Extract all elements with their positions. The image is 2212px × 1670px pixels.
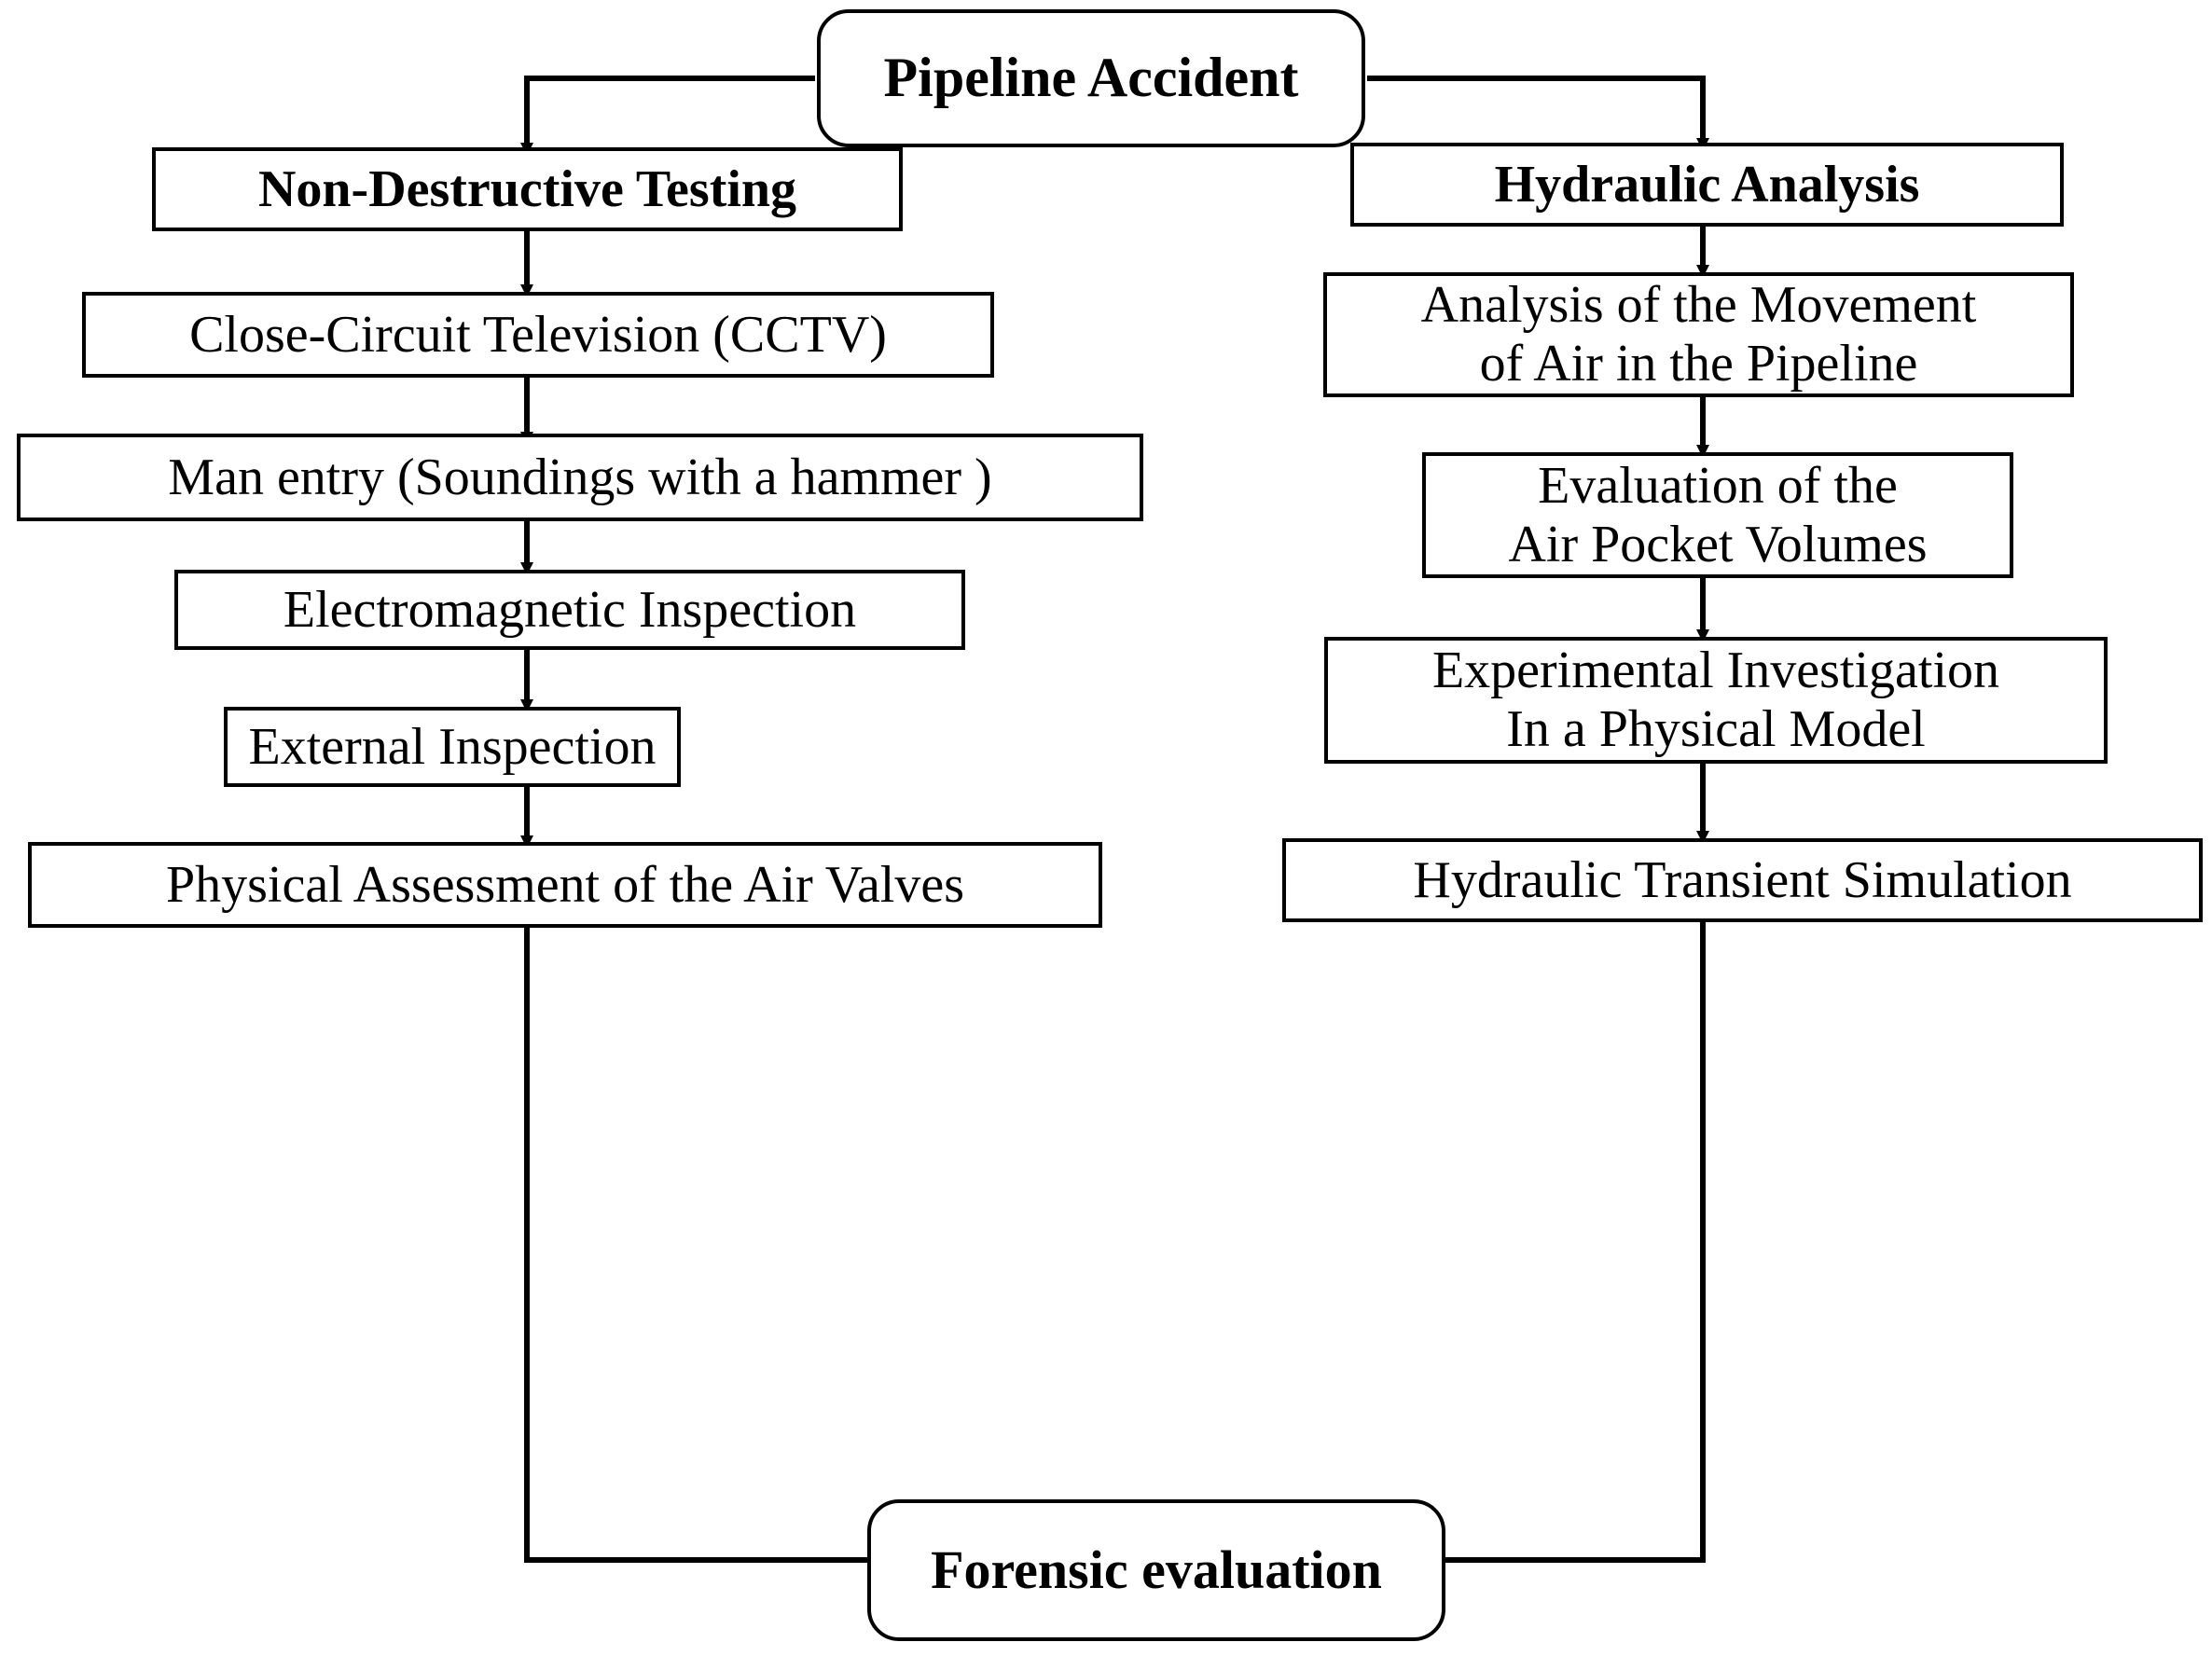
edge-transient-to-forensic: [1222, 919, 1706, 1560]
node-experimental-investigation[interactable]: Experimental Investigation In a Physical…: [1324, 637, 2108, 764]
node-physical-assessment-air-valves[interactable]: Physical Assessment of the Air Valves: [28, 842, 1102, 928]
node-hydraulic-analysis[interactable]: Hydraulic Analysis: [1350, 143, 2064, 227]
node-electromagnetic-inspection-label: Electromagnetic Inspection: [283, 580, 857, 639]
node-air-movement-analysis-label: Analysis of the Movement of Air in the P…: [1420, 276, 1977, 393]
node-hydraulic-analysis-label: Hydraulic Analysis: [1494, 155, 1920, 214]
node-external-inspection[interactable]: External Inspection: [224, 707, 681, 787]
edge-root-to-hydraulic: [1367, 76, 1709, 151]
node-cctv[interactable]: Close-Circuit Television (CCTV): [82, 292, 994, 378]
node-hydraulic-transient-simulation[interactable]: Hydraulic Transient Simulation: [1282, 838, 2203, 922]
node-pipeline-accident[interactable]: Pipeline Accident: [817, 9, 1365, 147]
node-pipeline-accident-label: Pipeline Accident: [883, 47, 1299, 109]
node-experimental-investigation-label: Experimental Investigation In a Physical…: [1431, 642, 2000, 758]
node-non-destructive-testing[interactable]: Non-Destructive Testing: [152, 147, 903, 231]
edge-root-to-ndt: [520, 76, 815, 156]
node-air-pocket-volumes[interactable]: Evaluation of the Air Pocket Volumes: [1422, 452, 2013, 578]
node-air-movement-analysis[interactable]: Analysis of the Movement of Air in the P…: [1323, 272, 2074, 397]
node-hydraulic-transient-simulation-label: Hydraulic Transient Simulation: [1413, 850, 2072, 909]
node-forensic-evaluation-label: Forensic evaluation: [931, 1539, 1382, 1600]
node-non-destructive-testing-label: Non-Destructive Testing: [257, 159, 797, 218]
node-forensic-evaluation[interactable]: Forensic evaluation: [867, 1499, 1445, 1641]
node-air-pocket-volumes-label: Evaluation of the Air Pocket Volumes: [1508, 456, 1928, 573]
node-cctv-label: Close-Circuit Television (CCTV): [189, 305, 887, 364]
node-man-entry-label: Man entry (Soundings with a hammer ): [168, 448, 992, 506]
node-external-inspection-label: External Inspection: [248, 717, 657, 776]
node-man-entry[interactable]: Man entry (Soundings with a hammer ): [17, 434, 1143, 521]
node-electromagnetic-inspection[interactable]: Electromagnetic Inspection: [174, 570, 965, 650]
node-physical-assessment-air-valves-label: Physical Assessment of the Air Valves: [165, 855, 965, 914]
edge-air-valves-to-forensic: [524, 923, 1100, 1560]
